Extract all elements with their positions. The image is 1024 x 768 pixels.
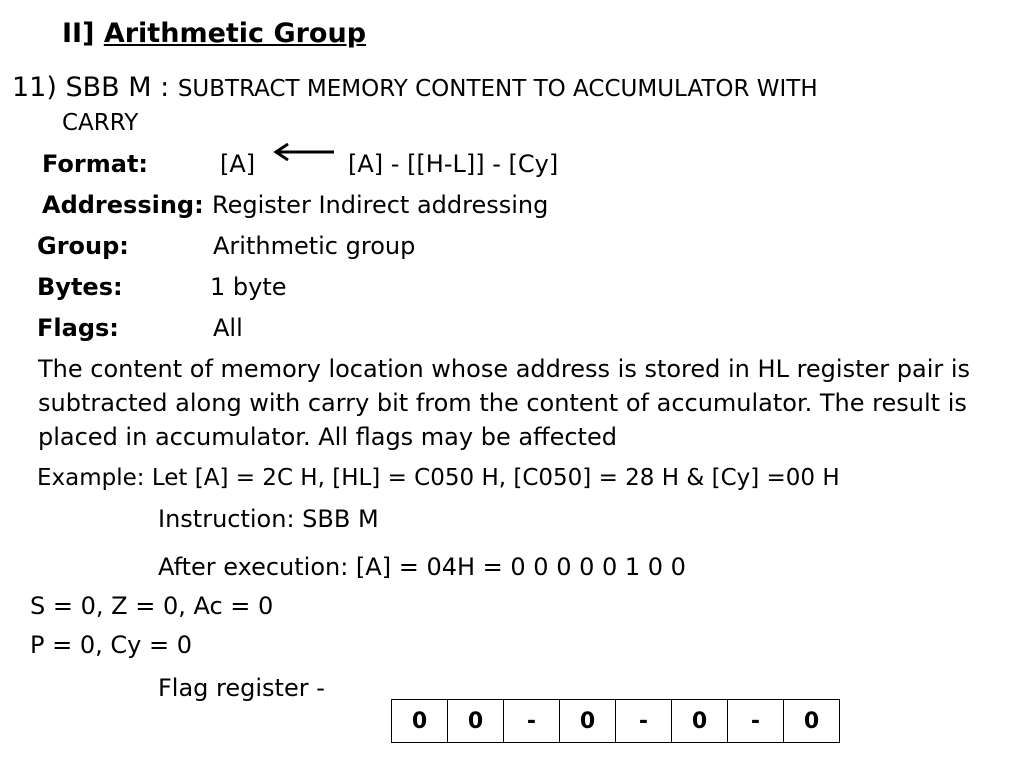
instruction-number: 11): [12, 72, 57, 103]
flag-cell: 0: [391, 699, 448, 743]
flag-cell: 0: [559, 699, 616, 743]
flag-cell: 0: [447, 699, 504, 743]
section-title: Arithmetic Group: [103, 18, 367, 49]
example-instruction: Instruction: SBB M: [158, 505, 379, 533]
flags-value: All: [213, 314, 243, 342]
section-heading: II] Arithmetic Group: [62, 16, 366, 52]
addressing-label: Addressing:: [42, 191, 204, 219]
section-prefix: II]: [62, 18, 95, 49]
format-label: Format:: [42, 150, 149, 178]
flags-label: Flags:: [37, 314, 119, 342]
format-dest: [A]: [220, 150, 256, 178]
description-paragraph: The content of memory location whose add…: [38, 355, 971, 451]
instruction-description-cont: CARRY: [62, 110, 139, 136]
addressing-value: Register Indirect addressing: [212, 191, 549, 219]
flag-register-label: Flag register -: [158, 674, 325, 702]
bytes-value: 1 byte: [210, 273, 287, 301]
flag-cell: -: [727, 699, 784, 743]
bytes-label: Bytes:: [37, 273, 123, 301]
flag-cell: 0: [783, 699, 840, 743]
flag-cell: 0: [671, 699, 728, 743]
format-expression: [A] - [[H-L]] - [Cy]: [348, 150, 559, 178]
flag-register-table: 0 0 - 0 - 0 - 0: [391, 699, 840, 743]
example-after-execution: After execution: [A] = 04H = 0 0 0 0 0 1…: [158, 553, 686, 581]
flag-cell: -: [503, 699, 560, 743]
instruction-heading: 11) SBB M : SUBTRACT MEMORY CONTENT TO A…: [12, 70, 818, 107]
group-label: Group:: [37, 232, 129, 260]
instruction-description: SUBTRACT MEMORY CONTENT TO ACCUMULATOR W…: [177, 76, 818, 102]
example-text: Example: Let [A] = 2C H, [HL] = C050 H, …: [37, 465, 840, 491]
instruction-mnemonic: SBB M :: [65, 72, 170, 103]
group-value: Arithmetic group: [213, 232, 416, 260]
flag-register-row: 0 0 - 0 - 0 - 0: [391, 699, 840, 743]
left-arrow-icon: [273, 142, 334, 162]
flag-line-1: S = 0, Z = 0, Ac = 0: [30, 592, 274, 620]
flag-cell: -: [615, 699, 672, 743]
flag-line-2: P = 0, Cy = 0: [30, 631, 192, 659]
